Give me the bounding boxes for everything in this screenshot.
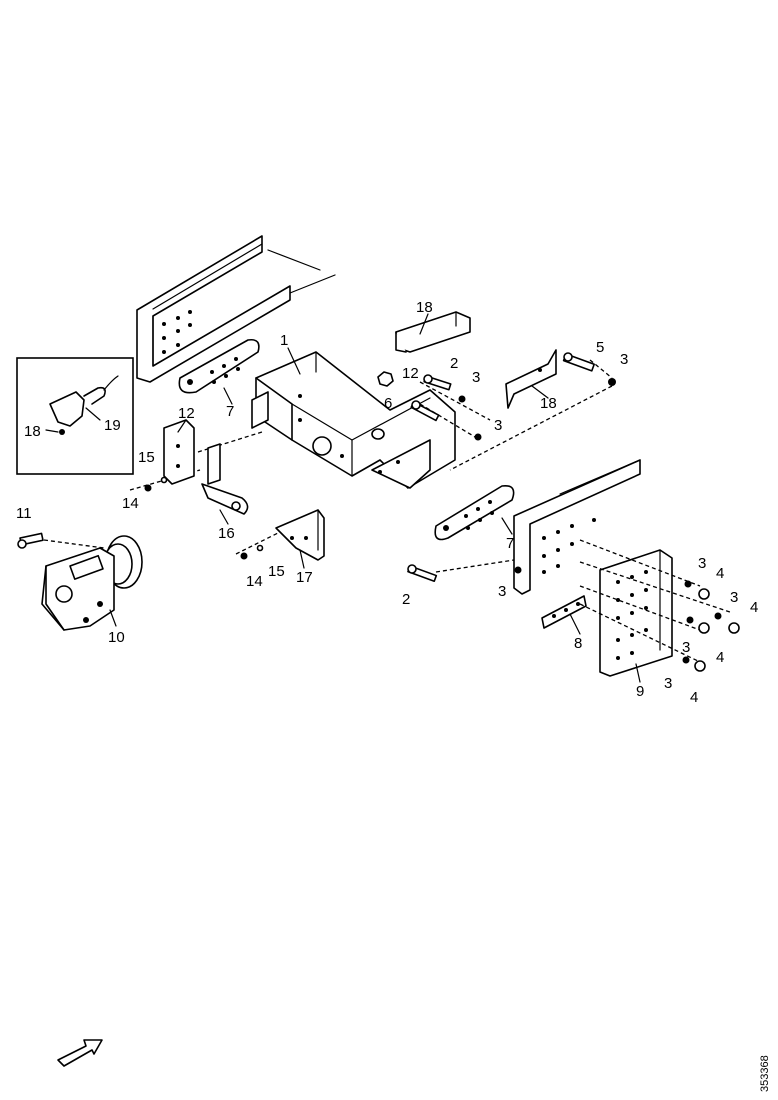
bolt-5 [562,352,595,372]
leader-lines [45,313,641,683]
bracket-18-upper [395,311,471,353]
callout-4-b: 4 [750,599,758,616]
callout-4-c: 4 [716,649,724,666]
screw-11 [17,532,44,549]
bolt-6 [410,400,440,422]
callout-18-upper: 18 [416,299,433,316]
callout-14-left: 14 [122,495,139,512]
callout-12-upper: 12 [402,365,419,382]
callout-15-left: 15 [138,449,155,466]
side-plate-right [434,484,515,541]
callout-16-lower: 16 [218,525,235,542]
callout-7-left: 7 [226,403,234,420]
frame-rail-right [513,459,641,595]
fasteners [17,352,740,672]
callout-9: 9 [636,683,644,700]
trailer-socket [41,535,143,631]
callout-3-b: 3 [620,351,628,368]
nut-12-upper [377,371,394,387]
drawing-code: 353368 [759,1055,771,1092]
bracket-17 [275,509,325,561]
callout-1: 1 [280,332,288,349]
callout-2-lower: 2 [402,591,410,608]
callout-3-d: 3 [498,583,506,600]
bracket-18-right [505,349,557,409]
callout-18-inset: 18 [24,423,41,440]
frame-rail-left [136,235,336,383]
callout-4-d: 4 [690,689,698,706]
callout-10: 10 [108,629,125,646]
callout-3-a: 3 [472,369,480,386]
bolt-2-upper [423,374,452,391]
callout-12-left: 12 [178,405,195,422]
callout-8: 8 [574,635,582,652]
callout-3-f: 3 [730,589,738,606]
callout-17: 17 [296,569,313,586]
callout-6: 6 [384,395,392,412]
end-plate [599,549,673,677]
callout-3-h: 3 [664,675,672,692]
direction-arrow-icon [57,1039,103,1067]
side-plate-left [178,338,260,394]
callout-labels: 1 18 12 2 3 5 3 18 6 3 7 12 15 14 16 11 … [16,299,758,706]
callout-3-e: 3 [698,555,706,572]
callout-14-lower: 14 [246,573,263,590]
frame-bracket [251,351,456,489]
callout-15-lower: 15 [268,563,285,580]
callout-11: 11 [16,505,32,522]
callout-7-right: 7 [506,535,514,552]
callout-2-upper: 2 [450,355,458,372]
callout-18-right: 18 [540,395,557,412]
callout-5: 5 [596,339,604,356]
inset-detail [16,357,134,475]
callout-4-a: 4 [716,565,724,582]
clip-16-lower [201,443,249,515]
callout-19-inset: 19 [104,417,121,434]
strip [541,595,587,629]
callout-3-g: 3 [682,639,690,656]
bolt-2-lower [407,564,438,583]
callout-3-c: 3 [494,417,502,434]
